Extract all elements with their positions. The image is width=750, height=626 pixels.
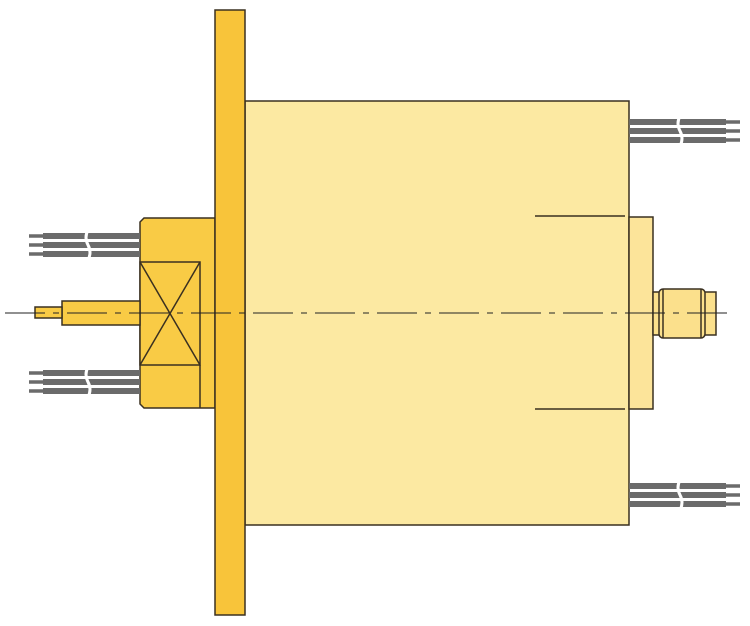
lead-wires-front-bottom bbox=[29, 366, 140, 398]
wire-break-mark bbox=[84, 229, 92, 261]
lead-wires-front-top bbox=[29, 229, 140, 261]
lead-wires-rear-bottom bbox=[629, 479, 740, 511]
bearing-symbol bbox=[139, 261, 201, 366]
wire-break-mark bbox=[84, 366, 92, 398]
lead-wires-rear-top bbox=[629, 115, 740, 147]
wire-break-mark bbox=[676, 115, 684, 147]
wire-break-mark bbox=[676, 479, 684, 511]
